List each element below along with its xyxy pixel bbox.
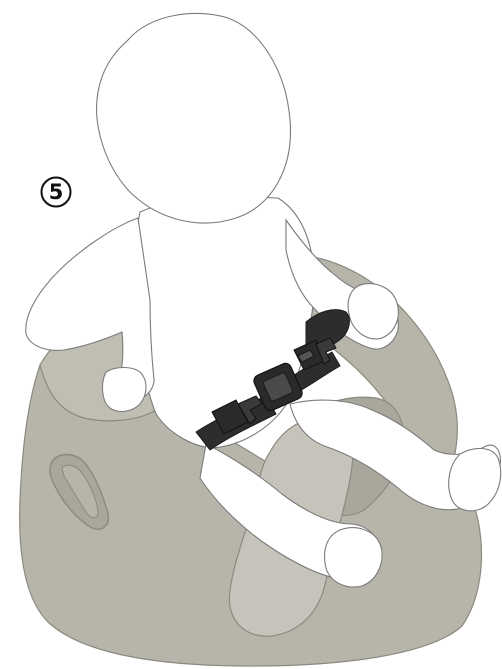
child-right-hand: [347, 283, 399, 340]
child-left-arm: [25, 217, 155, 402]
child-left-hand: [101, 366, 147, 413]
left-buckle-clip: [211, 395, 263, 435]
harness: [195, 309, 350, 451]
seat-handle-inner: [61, 464, 99, 519]
center-buckle-icon: [253, 362, 303, 412]
child-head: [96, 12, 292, 224]
right-buckle-clip: [293, 337, 337, 371]
step-number-marker: 5: [40, 176, 72, 208]
child-left-foot: [323, 527, 383, 588]
step-number: 5: [48, 180, 64, 204]
child-right-foot: [448, 447, 502, 512]
circled-number-icon: [40, 176, 72, 208]
